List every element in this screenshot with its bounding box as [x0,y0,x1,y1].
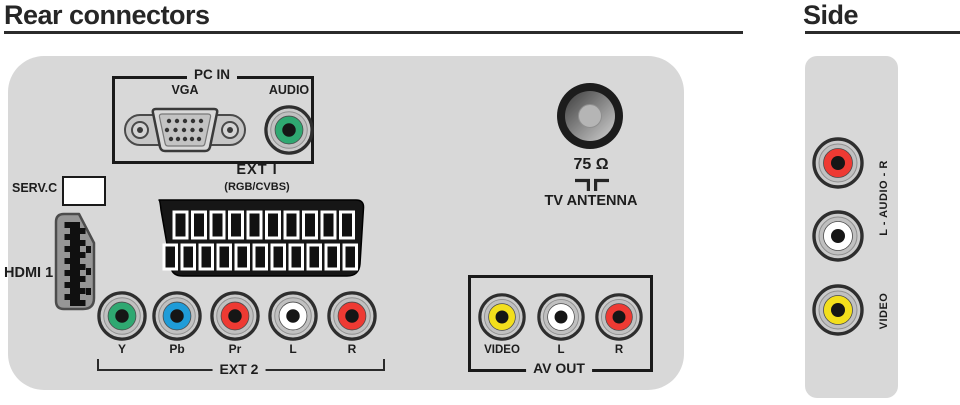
ext2-r-jack [327,291,377,341]
pc-audio-jack [264,105,314,155]
av-out-r-label: R [614,344,624,356]
vga-pin-holes [164,118,204,142]
av-out-r-jack [595,293,643,341]
antenna-jack [557,83,623,149]
hdmi-connector [54,212,96,311]
side-video-jack [812,284,864,336]
ext1-label: EXT I [236,162,278,178]
ext2-pb-jack [152,291,202,341]
side-audio-l-jack [812,210,864,262]
scart-pins-bottom [162,243,358,271]
ext2-y-label: Y [117,342,127,356]
side-audio-r-jack [812,137,864,189]
ext2-pr-label: Pr [228,342,242,356]
ext2-l-jack [268,291,318,341]
rear-title-rule [4,31,743,34]
ext2-pb-label: Pb [169,342,185,356]
serv-c-port [62,176,106,206]
scart-connector [158,199,365,277]
av-out-video-jack [478,293,526,341]
scart-pins-top [172,210,355,240]
av-out-video-label: VIDEO [484,344,520,356]
antenna-impedance-label: 75 Ω [573,156,609,173]
ext2-y-jack [97,291,147,341]
vga-label: VGA [171,83,199,97]
pc-audio-label: AUDIO [268,83,310,97]
pc-in-group-label: PC IN [186,67,238,83]
side-title-rule [805,31,960,34]
av-out-l-jack [537,293,585,341]
ext1-sublabel: (RGB/CVBS) [224,181,290,193]
side-video-label: VIDEO [878,292,890,330]
rear-section-title: Rear connectors [4,0,210,30]
vga-connector [124,107,246,153]
hdmi-label: HDMI 1 [4,265,54,281]
ext2-pr-jack [210,291,260,341]
side-audio-label: L - AUDIO - R [878,160,890,236]
ext2-group-label: EXT 2 [212,361,266,378]
ext2-r-label: R [347,342,357,356]
antenna-symbol-icon [575,178,609,191]
serv-c-label: SERV.C [12,181,58,195]
side-section-title: Side [803,0,859,30]
av-out-group-label: AV OUT [526,360,592,377]
ext2-l-label: L [289,342,297,356]
av-out-l-label: L [557,344,565,356]
antenna-label: TV ANTENNA [544,193,638,209]
